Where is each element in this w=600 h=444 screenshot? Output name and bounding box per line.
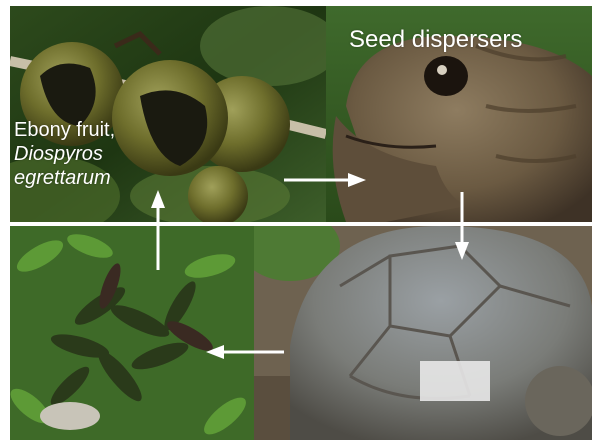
tortoise-shell-photo [250, 226, 592, 440]
species-epithet-label: egrettarum [14, 166, 184, 190]
arrow-right-icon [284, 172, 366, 188]
ebony-fruit-caption: Ebony fruit, Diospyros egrettarum [14, 118, 184, 190]
species-genus-label: Diospyros [14, 142, 184, 166]
arrow-up-icon [150, 190, 166, 270]
arrow-down-icon [454, 192, 470, 260]
arrow-left-icon [206, 344, 284, 360]
ebony-seedlings-photo [10, 226, 254, 440]
ebony-fruit-label: Ebony fruit, [14, 119, 115, 141]
seed-dispersers-caption: Seed dispersers [349, 28, 522, 52]
